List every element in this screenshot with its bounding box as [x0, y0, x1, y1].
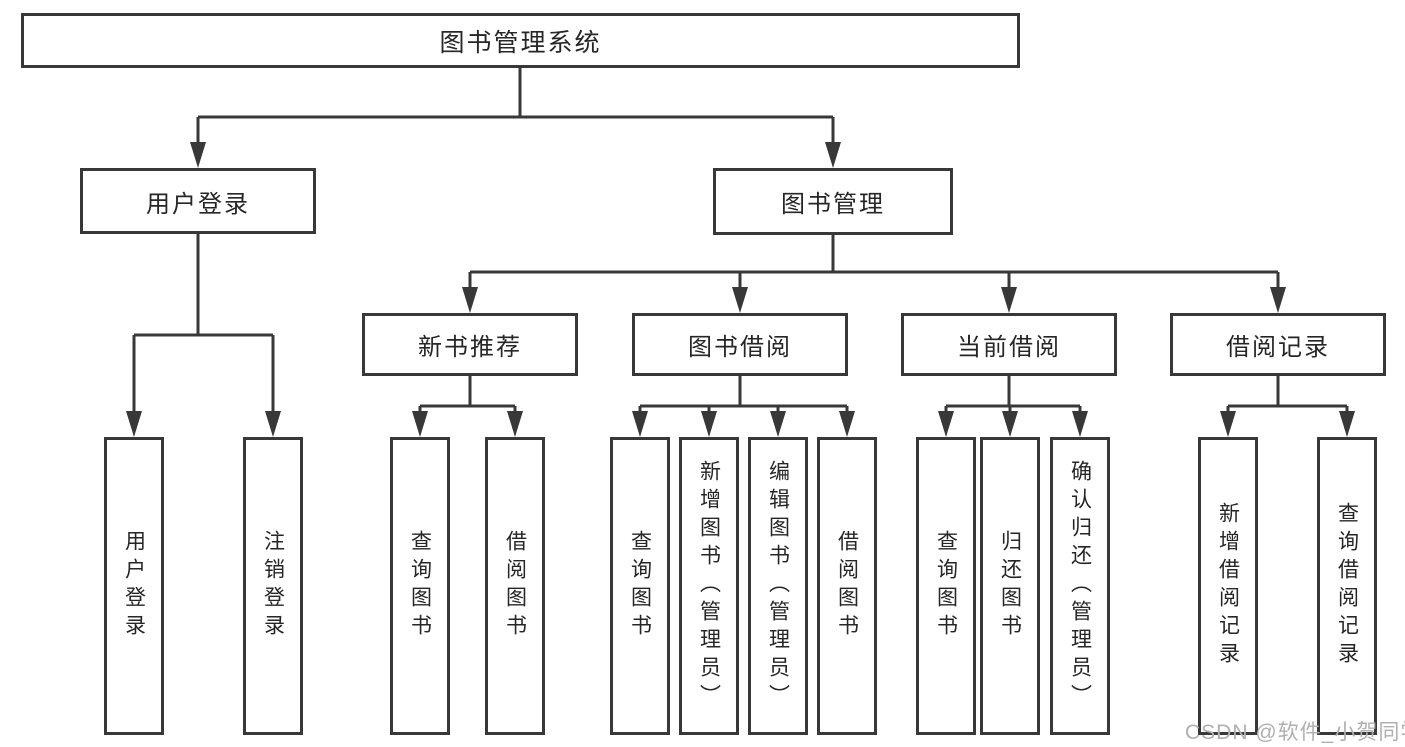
node-label: 借阅图书: [503, 530, 527, 642]
node-label: 查询图书: [628, 530, 652, 642]
leaf-user-login: 用户登录: [104, 437, 164, 735]
leaf-add-borrow-record: 新增借阅记录: [1198, 437, 1258, 735]
node-user-login: 用户登录: [80, 168, 316, 234]
arrow-down-icon: [1220, 411, 1236, 437]
connector-newbooks-to-leaves: [418, 376, 517, 413]
node-label: 借阅图书: [835, 530, 859, 642]
arrow-down-icon: [732, 287, 748, 313]
arrow-down-icon: [1002, 411, 1018, 437]
node-label: 当前借阅: [957, 334, 1061, 361]
node-label: 归还图书: [998, 530, 1022, 642]
connector-bookmgmt-to-level3: [468, 235, 1280, 289]
leaf-add-books-admin: 新增图书（管理员）: [679, 437, 739, 735]
arrow-down-icon: [825, 142, 841, 168]
node-label: 图书借阅: [688, 334, 792, 361]
node-label: 编辑图书（管理员）: [766, 460, 790, 712]
arrow-down-icon: [507, 411, 523, 437]
node-label: 注销登录: [261, 530, 285, 642]
node-book-borrowing: 图书借阅: [632, 313, 848, 376]
arrow-down-icon: [1072, 411, 1088, 437]
arrow-down-icon: [412, 411, 428, 437]
arrow-down-icon: [770, 411, 786, 437]
arrow-down-icon: [839, 411, 855, 437]
arrow-down-icon: [701, 411, 717, 437]
node-label: 查询借阅记录: [1335, 502, 1359, 670]
node-label: 借阅记录: [1226, 334, 1330, 361]
arrow-down-icon: [126, 411, 142, 437]
leaf-edit-books-admin: 编辑图书（管理员）: [748, 437, 808, 735]
leaf-query-books: 查询图书: [390, 437, 450, 735]
leaf-borrow-books: 借阅图书: [485, 437, 545, 735]
connector-records-to-leaves: [1226, 376, 1349, 413]
node-label: 新书推荐: [418, 334, 522, 361]
node-label: 查询图书: [408, 530, 432, 642]
leaf-return-books: 归还图书: [980, 437, 1040, 735]
leaf-borrow-books: 借阅图书: [817, 437, 877, 735]
node-current-borrowing: 当前借阅: [901, 313, 1117, 376]
node-label: 用户登录: [122, 530, 146, 642]
connector-root-to-level2: [196, 68, 835, 144]
connector-userlogin-to-leaves: [132, 234, 275, 413]
arrow-down-icon: [265, 411, 281, 437]
node-book-management: 图书管理: [713, 168, 953, 235]
leaf-query-borrow-record: 查询借阅记录: [1317, 437, 1377, 735]
node-root-library-system: 图书管理系统: [21, 13, 1020, 68]
csdn-watermark: CSDN @软件_小贺同学: [1185, 721, 1405, 744]
arrow-down-icon: [1001, 287, 1017, 313]
leaf-confirm-return-admin: 确认归还（管理员）: [1050, 437, 1110, 735]
arrow-down-icon: [632, 411, 648, 437]
node-new-book-recommend: 新书推荐: [362, 313, 578, 376]
arrowheads: [126, 142, 1355, 437]
arrow-down-icon: [1339, 411, 1355, 437]
connector-currentborrow-to-leaves: [944, 376, 1082, 413]
leaf-query-books: 查询图书: [916, 437, 976, 735]
arrow-down-icon: [190, 142, 206, 168]
node-label: 查询图书: [934, 530, 958, 642]
node-label: 确认归还（管理员）: [1068, 460, 1092, 712]
arrow-down-icon: [462, 287, 478, 313]
arrow-down-icon: [1270, 287, 1286, 313]
node-label: 新增图书（管理员）: [697, 460, 721, 712]
node-label: 图书管理: [781, 191, 885, 218]
node-label: 图书管理系统: [439, 28, 602, 57]
arrow-down-icon: [938, 411, 954, 437]
connector-bookborrow-to-leaves: [638, 376, 849, 413]
node-label: 用户登录: [146, 190, 250, 218]
node-borrow-records: 借阅记录: [1170, 313, 1386, 376]
leaf-logout: 注销登录: [243, 437, 303, 735]
node-label: 新增借阅记录: [1216, 502, 1240, 670]
leaf-query-books: 查询图书: [610, 437, 670, 735]
